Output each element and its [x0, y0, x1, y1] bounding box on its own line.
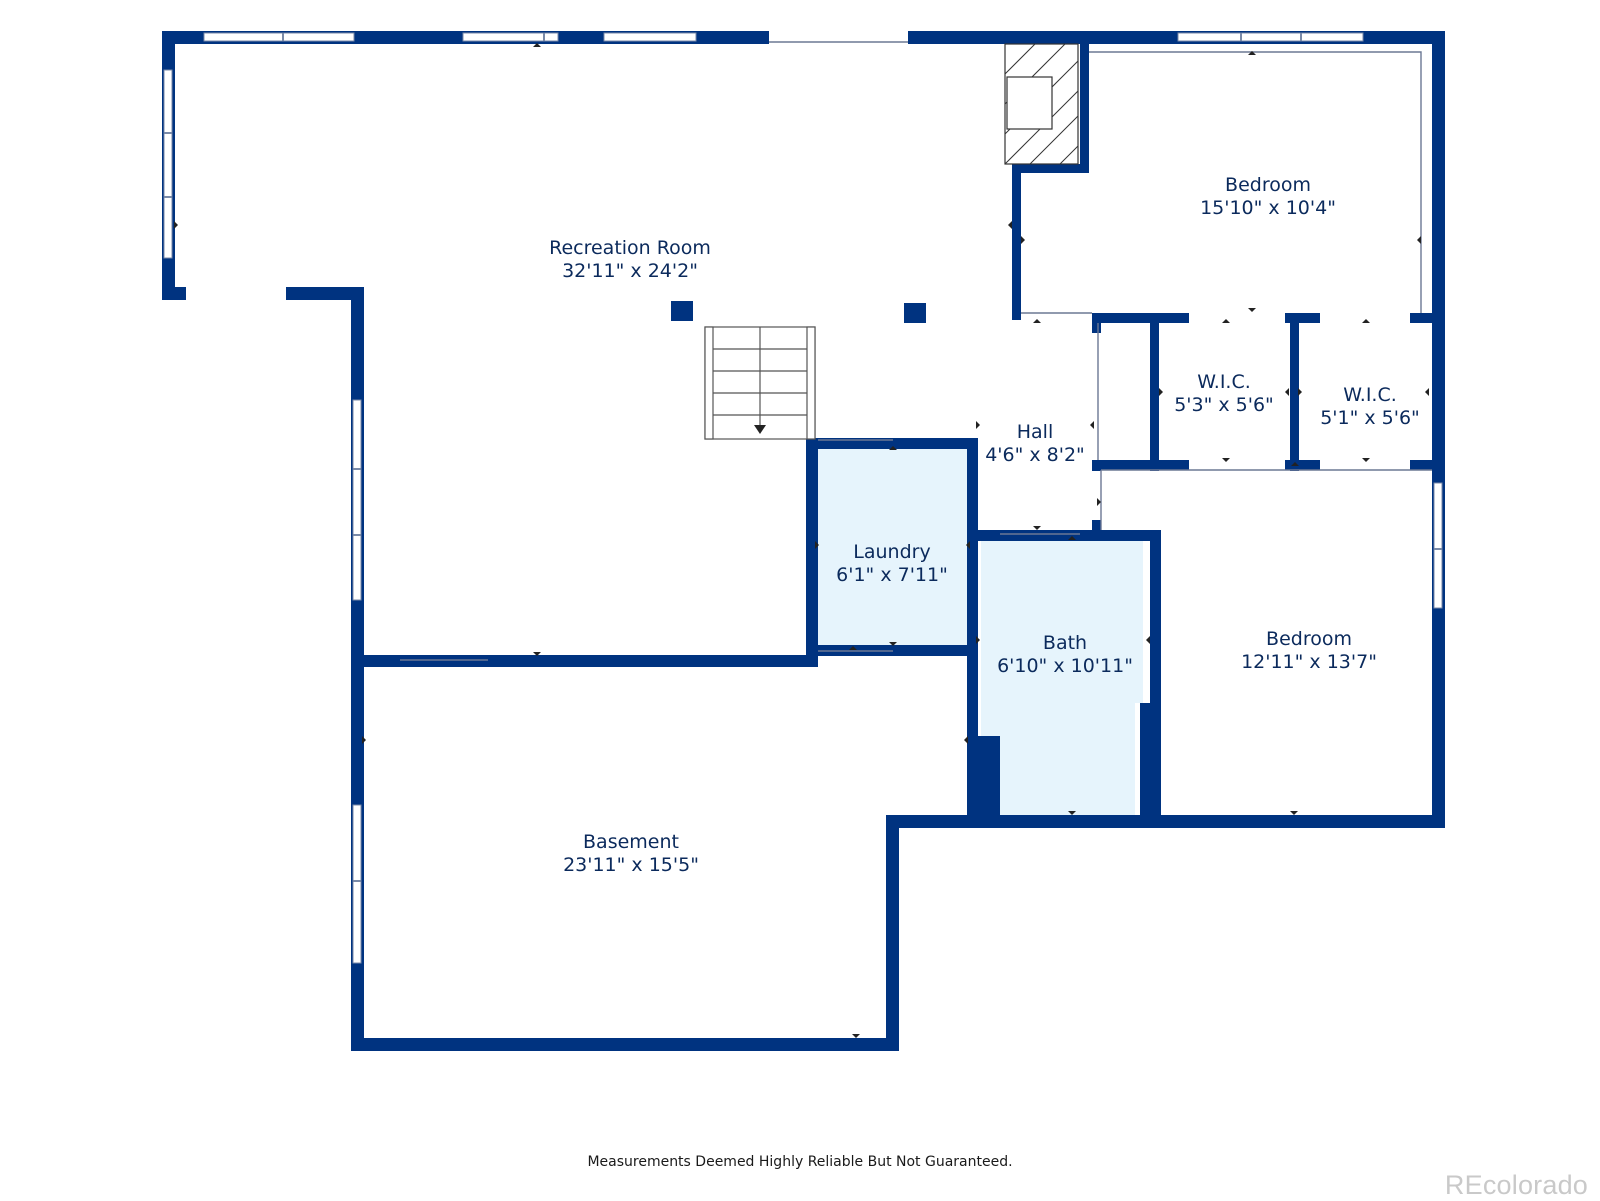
room-name: Basement [583, 831, 679, 853]
bedroom-outline [400, 41, 1432, 661]
room-dimensions: 5'3" x 5'6" [1174, 394, 1274, 416]
room-bedroom-lower: Bedroom 12'11" x 13'7" [1241, 628, 1377, 673]
room-wic-2: W.I.C. 5'1" x 5'6" [1320, 384, 1420, 429]
measurement-disclaimer: Measurements Deemed Highly Reliable But … [587, 1154, 1013, 1170]
room-dimensions: 12'11" x 13'7" [1241, 651, 1377, 673]
room-hall: Hall 4'6" x 8'2" [985, 421, 1085, 466]
laundry-floor [815, 445, 970, 647]
room-dimensions: 6'10" x 10'11" [997, 655, 1133, 677]
room-laundry: Laundry 6'1" x 7'11" [836, 541, 948, 586]
room-name: Bath [1043, 632, 1087, 654]
room-name: Hall [1017, 421, 1054, 443]
room-dimensions: 23'11" x 15'5" [563, 854, 699, 876]
room-dimensions: 15'10" x 10'4" [1200, 197, 1336, 219]
room-dimensions: 6'1" x 7'11" [836, 564, 948, 586]
stairs-icon [704, 326, 816, 440]
windows [163, 32, 1443, 964]
dimension-markers [174, 43, 1429, 1038]
brand-watermark: REcolorado [1444, 1170, 1588, 1200]
bath-floor [981, 539, 1143, 815]
room-dimensions: 32'11" x 24'2" [562, 260, 698, 282]
room-name: Bedroom [1225, 174, 1311, 196]
room-bedroom-upper: Bedroom 15'10" x 10'4" [1200, 174, 1336, 219]
room-bath: Bath 6'10" x 10'11" [997, 632, 1133, 677]
room-dimensions: 5'1" x 5'6" [1320, 407, 1420, 429]
room-name: W.I.C. [1343, 384, 1397, 406]
room-name: Laundry [853, 541, 930, 563]
fireplace-icon [1004, 43, 1079, 165]
room-name: W.I.C. [1197, 371, 1251, 393]
room-wic-1: W.I.C. 5'3" x 5'6" [1174, 371, 1274, 416]
room-recreation: Recreation Room 32'11" x 24'2" [549, 237, 711, 282]
room-name: Bedroom [1266, 628, 1352, 650]
room-dimensions: 4'6" x 8'2" [985, 444, 1085, 466]
room-basement: Basement 23'11" x 15'5" [563, 831, 699, 876]
room-name: Recreation Room [549, 237, 711, 259]
